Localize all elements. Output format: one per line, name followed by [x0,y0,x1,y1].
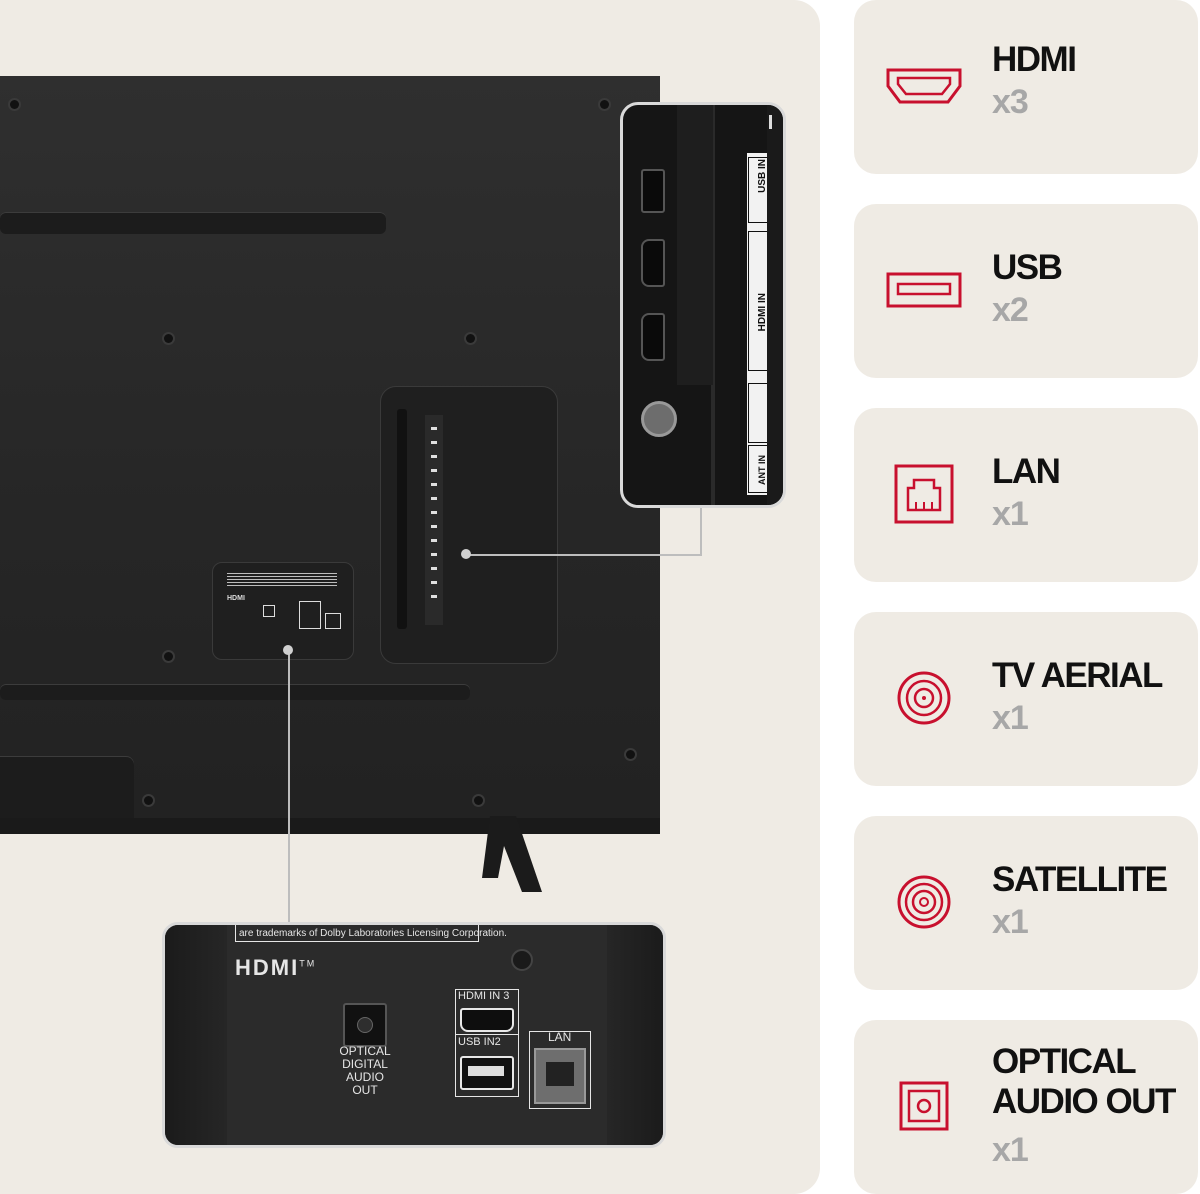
callout-dot [461,549,471,559]
connector-card-satellite: SATELLITE x1 [854,816,1198,990]
screw [10,100,19,109]
hdmi-usb-port-group: HDMI IN 3 USB IN2 [455,989,519,1097]
lan-icon [884,454,964,534]
screw [626,750,635,759]
tv-stand-foot [482,816,542,892]
callout-line [466,554,702,556]
screw [466,334,475,343]
screw [164,652,173,661]
connector-card-hdmi: HDMI x3 [854,0,1198,174]
callout-dot [283,645,293,655]
tv-rear-panel-illustration: HDMI USB IN HDMI IN ANT IN [0,0,820,1194]
lan-port [534,1048,586,1104]
hdmi-logo: HDMITM [235,955,317,980]
usb-port [641,169,665,213]
optical-port-label: OPTICAL DIGITAL AUDIO OUT [339,1044,391,1097]
connector-title: USB [992,248,1063,287]
antenna-port [641,401,677,437]
vent-slot [0,684,470,700]
usb-in-2-label: USB IN2 [458,1036,501,1048]
hdmi-port [460,1008,514,1032]
connector-title: LAN [992,452,1061,491]
hdmi-port [641,239,665,287]
connector-count: x2 [992,291,1029,329]
vent-slot [0,212,386,234]
connector-card-optical-audio-out: OPTICAL AUDIO OUT x1 [854,1020,1198,1194]
dolby-trademark-text: are trademarks of Dolby Laboratories Lic… [239,928,507,939]
hdmi-icon [884,46,964,126]
tv-aerial-icon [884,658,964,738]
ant-in-label: ANT IN [757,455,767,485]
callout-line [288,650,290,924]
bottom-connector-panel: HDMI [212,562,354,660]
connector-count: x1 [992,495,1029,533]
tv-back-cover [0,76,660,818]
connector-title: OPTICAL AUDIO OUT [992,1042,1176,1121]
optical-icon [884,1066,964,1146]
connector-card-lan: LAN x1 [854,408,1198,582]
connector-count: x1 [992,1131,1029,1169]
callout-line [700,500,702,556]
connector-title: SATELLITE [992,860,1168,899]
connector-title: HDMI [992,40,1077,79]
screw [164,334,173,343]
usb-port [460,1056,514,1090]
vent-slot [0,756,134,818]
lan-port-group: LAN [529,1030,591,1109]
bottom-ports-zoom-inset: are trademarks of Dolby Laboratories Lic… [162,922,666,1148]
side-ports-zoom-inset: USB IN HDMI IN ANT IN [620,102,786,508]
satellite-icon [884,862,964,942]
hdmi-in-3-label: HDMI IN 3 [458,990,510,1002]
connector-card-usb: USB x2 [854,204,1198,378]
screw [600,100,609,109]
screw [144,796,153,805]
screw [474,796,483,805]
tv-bottom-edge [0,818,660,834]
connector-count: x3 [992,83,1029,121]
connector-count: x1 [992,903,1029,941]
lan-label: LAN [548,1030,572,1044]
connector-title: TV AERIAL [992,656,1163,695]
side-connector-recess [380,386,558,664]
connector-card-tv-aerial: TV AERIAL x1 [854,612,1198,786]
hdmi-port [641,313,665,361]
usb-icon [884,250,964,330]
optical-port [343,1003,387,1047]
connector-count: x1 [992,699,1029,737]
screw [511,949,533,971]
